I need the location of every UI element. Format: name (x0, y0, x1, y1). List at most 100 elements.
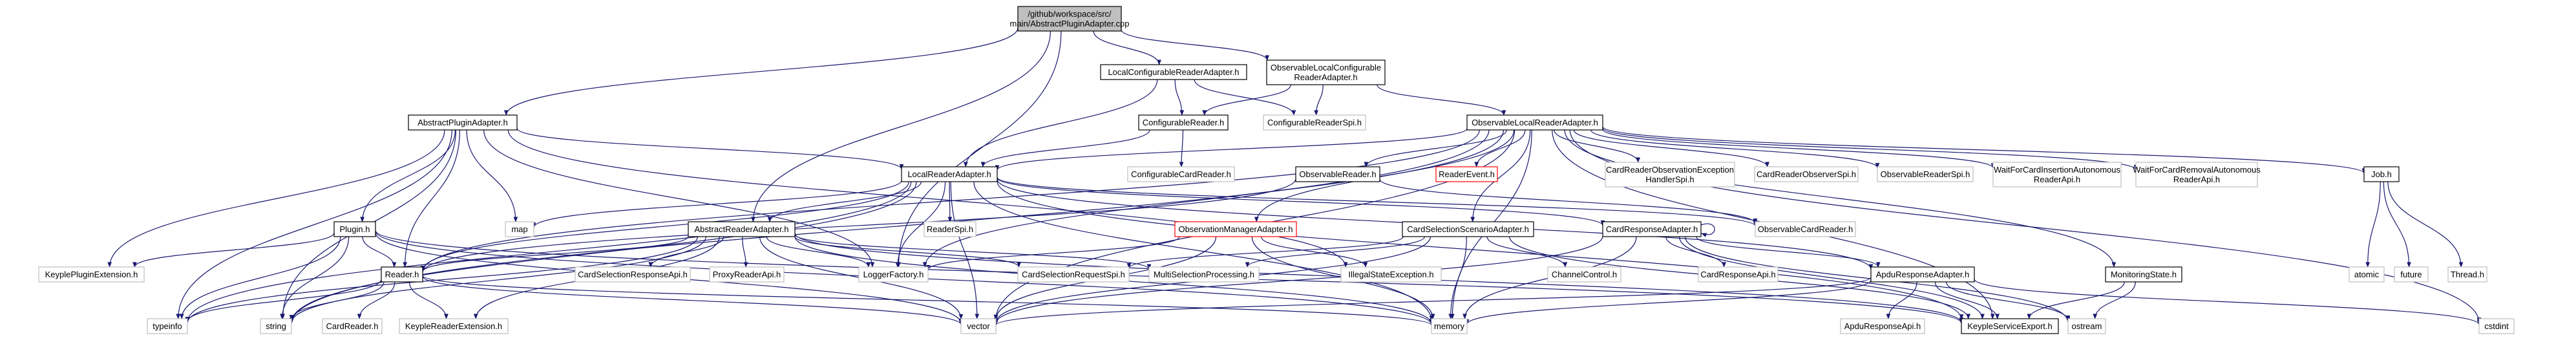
node-box (1148, 266, 1260, 283)
edge-oma_h-to-lf_h (925, 236, 1180, 271)
node-label: cstdint (2484, 321, 2509, 331)
node-box (2394, 266, 2429, 283)
node-label: ConfigurableReader.h (1143, 118, 1224, 127)
node-cstdint: cstdint (2478, 318, 2515, 334)
node-olcra-h[interactable]: ObservableLocalConfigurableReaderAdapter… (1266, 59, 1386, 85)
edge-apa_h-to-map (466, 129, 518, 222)
node-box (575, 266, 691, 283)
node-thread-h: Thread.h (2447, 266, 2487, 283)
node-box (147, 318, 188, 334)
node-box (1961, 318, 2059, 334)
node-plugin-h[interactable]: Plugin.h (333, 221, 376, 237)
node-box (1840, 318, 1925, 334)
node-or-h[interactable]: ObservableReader.h (1295, 166, 1380, 182)
node-box (1263, 114, 1366, 131)
node-olra-h[interactable]: ObservableLocalReaderAdapter.h (1466, 114, 1603, 131)
edge-cssa_h-to-csrqspi_h (1126, 236, 1404, 269)
node-label: LocalConfigurableReaderAdapter.h (1108, 67, 1239, 77)
node-label: ApduResponseAdapter.h (1876, 270, 1970, 279)
node-lcra-h[interactable]: LocalConfigurableReaderAdapter.h (1100, 64, 1247, 80)
edge-cra_h-to-vector (993, 236, 1603, 325)
edge-olra_h-to-string (289, 129, 1490, 325)
node-label: ObservableLocalConfigurable (1271, 63, 1381, 72)
node-label: CardReaderObservationException (1606, 165, 1734, 175)
node-box (408, 114, 518, 131)
node-box (1127, 166, 1235, 182)
node-label: ConfigurableReaderSpi.h (1267, 118, 1362, 127)
node-label: LoggerFactory.h (863, 270, 924, 279)
node-job-h[interactable]: Job.h (2363, 166, 2400, 182)
edge-olra_h-to-croe_h (1554, 129, 1641, 163)
edge-araa_h-to-memory (1464, 279, 1872, 325)
node-label: HandlerSpi.h (1645, 175, 1694, 184)
node-box (1754, 166, 1859, 182)
node-rspi-h: ReaderSpi.h (924, 221, 977, 237)
edge-araa_h-to-ostream (1945, 281, 2071, 321)
node-label: AbstractReaderAdapter.h (695, 224, 789, 234)
node-ocr-h: ObservableCardReader.h (1755, 221, 1856, 237)
edge-apa_h-to-reader_h (403, 129, 460, 268)
node-label: ObservationManagerAdapter.h (1178, 224, 1293, 234)
edge-olra_h-to-ms_h (1564, 129, 2117, 268)
node-label: ChannelControl.h (1552, 270, 1617, 279)
node-label: atomic (2354, 270, 2380, 279)
node-cra-h[interactable]: CardResponseAdapter.h (1602, 221, 1702, 237)
node-box (1466, 114, 1603, 131)
node-label: ProxyReaderApi.h (713, 270, 781, 279)
node-apa-h[interactable]: AbstractPluginAdapter.h (408, 114, 518, 131)
node-crapi-h: CardResponseApi.h (1698, 266, 1779, 283)
node-box (333, 221, 376, 237)
node-ara-h[interactable]: AbstractReaderAdapter.h (688, 221, 796, 237)
edge-lra_h-to-reader_h (420, 181, 909, 272)
node-box (1431, 318, 1468, 334)
nodes-layer: /github/workspace/src/main/AbstractPlugi… (38, 6, 2515, 334)
node-box (1605, 162, 1735, 187)
node-cros-h: CardReaderObserverSpi.h (1754, 166, 1859, 182)
node-label: ReaderEvent.h (1439, 169, 1495, 179)
node-box (2135, 162, 2258, 187)
edge-lra_h-to-lf_h (895, 181, 946, 268)
node-label: WaitForCardInsertionAutonomous (1994, 165, 2121, 175)
node-label: ReaderAdapter.h (1294, 72, 1357, 82)
edge-apa_h-to-lra_h (516, 128, 904, 170)
node-box (1698, 266, 1779, 283)
edge-plugin_h-to-kpe_h (132, 232, 335, 268)
node-lra-h[interactable]: LocalReaderAdapter.h (901, 166, 998, 182)
edge-cr_h-to-ccr_h (1179, 129, 1184, 167)
node-label: vector (967, 321, 990, 331)
edge-lra_h-to-string (289, 181, 917, 323)
node-label: Reader.h (385, 270, 419, 279)
node-croe-h: CardReaderObservationExceptionHandlerSpi… (1605, 162, 1735, 187)
edge-reader_h-to-memory (422, 275, 1434, 326)
node-kse-h[interactable]: KeypleServiceExport.h (1961, 318, 2059, 334)
edge-cssa_h-to-msp_h (1245, 236, 1425, 268)
node-label: memory (1434, 321, 1464, 331)
edge-araa_h-to-araapi_h (1886, 281, 1917, 319)
node-ise-h: IllegalStateException.h (1340, 266, 1442, 283)
node-cc-h: ChannelControl.h (1547, 266, 1621, 283)
edge-cra_h-to-araa_h (1696, 236, 1881, 268)
edge-lcra_h-to-cr_h (1174, 79, 1185, 116)
node-typeinfo: typeinfo (147, 318, 188, 334)
node-cr-h[interactable]: ConfigurableReader.h (1138, 114, 1229, 131)
node-label: WaitForCardRemovalAutonomous (2133, 165, 2261, 175)
edge-ms_h-to-kse_h (2027, 281, 2125, 319)
node-cssa-h[interactable]: CardSelectionScenarioAdapter.h (1402, 221, 1534, 237)
node-box (858, 266, 929, 283)
node-root[interactable]: /github/workspace/src/main/AbstractPlugi… (1010, 6, 1130, 32)
node-box (1100, 64, 1247, 80)
edge-olcra_h-to-olra_h (1377, 84, 1506, 116)
node-ms-h[interactable]: MonitoringState.h (2105, 266, 2182, 283)
edge-cra_h-to-cra_h (1700, 223, 1715, 237)
node-box (2363, 166, 2400, 182)
node-reader-h[interactable]: Reader.h (381, 266, 423, 283)
edge-lra_h-to-rspi_h (947, 181, 953, 222)
node-araa-h[interactable]: ApduResponseAdapter.h (1870, 266, 1975, 283)
node-box (38, 266, 145, 283)
edge-araa_h-to-cstdint (1974, 279, 2482, 325)
edge-reader_h-to-vector (422, 276, 964, 325)
edge-ara_h-to-typeinfo (185, 236, 698, 324)
node-label: LocalReaderAdapter.h (907, 169, 991, 179)
node-label: CardReaderObserverSpi.h (1757, 169, 1856, 179)
node-label: CardSelectionRequestSpi.h (1022, 270, 1125, 279)
